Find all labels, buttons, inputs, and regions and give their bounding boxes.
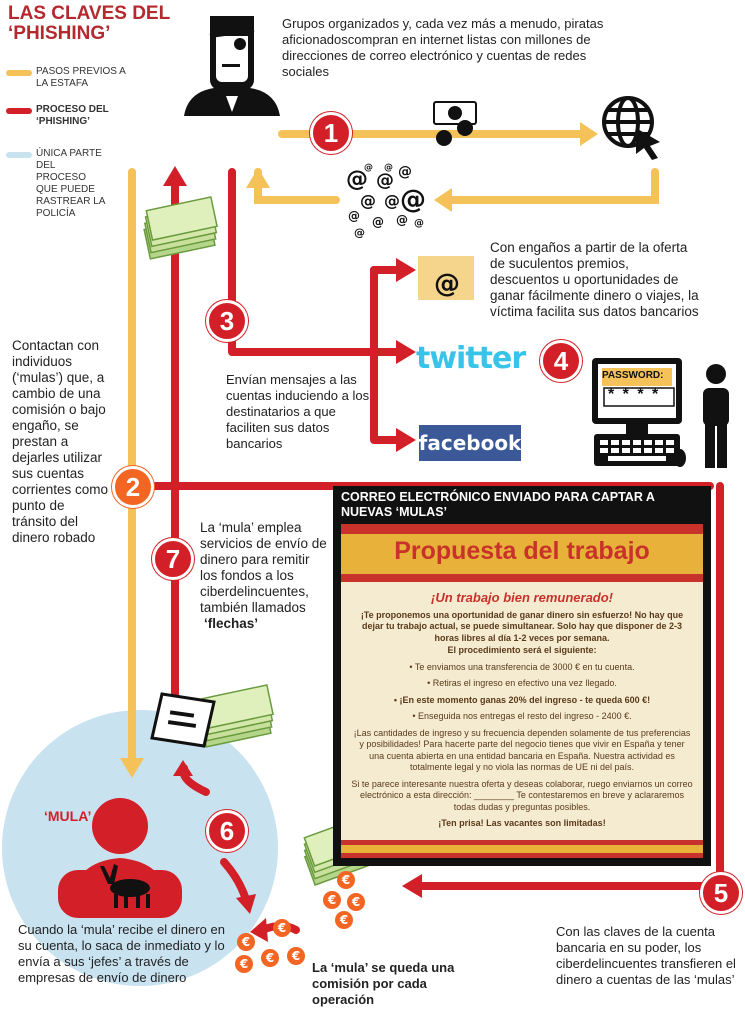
svg-text:@: @ — [376, 170, 394, 191]
legend-swatch-blue — [6, 152, 32, 158]
svg-text:@: @ — [346, 167, 368, 192]
mula-person-icon — [58, 798, 182, 918]
password-mask: * * * * — [608, 386, 661, 403]
letter-footer-stripe — [341, 845, 703, 853]
legend-label: PASOS PREVIOS A LA ESTAFA — [36, 66, 126, 89]
letter-header-stripe — [341, 534, 703, 574]
mula-label: ‘MULA’ — [44, 808, 92, 824]
email-addresses-icon: @ @ @ @ @ @ @ @ @ @ @ @ @ — [346, 163, 426, 239]
email-letter: Propuesta del trabajo ¡Un trabajo bien r… — [341, 524, 703, 858]
victim-icon — [703, 364, 729, 468]
svg-text:@: @ — [398, 164, 412, 180]
letter-heading: Propuesta del trabajo — [394, 537, 650, 565]
svg-text:@: @ — [384, 163, 393, 173]
legend-item-previous-steps: PASOS PREVIOS A LA ESTAFA — [6, 66, 136, 92]
money-icon — [433, 101, 477, 146]
password-label: PASSWORD: — [602, 370, 664, 381]
letter-paragraph: ¡Te proponemos una oportunidad de ganar … — [360, 609, 684, 643]
transfer-form-icon — [150, 692, 216, 748]
globe-icon — [602, 96, 654, 148]
svg-text:€: € — [339, 913, 348, 927]
svg-text:€: € — [291, 949, 300, 963]
svg-text:€: € — [351, 895, 360, 909]
letter-bullet: • Retiras el ingreso en efectivo una vez… — [427, 678, 617, 688]
svg-text:€: € — [265, 951, 274, 965]
text-flechas: ‘flechas’ — [204, 616, 259, 631]
svg-text:@: @ — [396, 213, 408, 227]
facebook-logo: facebook — [419, 425, 521, 461]
svg-text:@: @ — [360, 191, 376, 210]
svg-text:@: @ — [400, 185, 426, 215]
legend-swatch-yellow — [6, 70, 32, 76]
svg-text:@: @ — [414, 218, 424, 229]
text-mula-emplea-body: La ‘mula’ emplea servicios de envío de d… — [200, 520, 327, 615]
text-envian: Envían mensajes a las cuentas induciendo… — [226, 372, 370, 451]
svg-text:€: € — [327, 893, 336, 907]
letter-bullet: • ¡En este momento ganas 20% del ingreso… — [393, 694, 651, 705]
step-1-badge: 1 — [310, 112, 352, 154]
svg-text:@: @ — [372, 215, 384, 229]
step-3-badge: 3 — [206, 300, 248, 342]
svg-text:€: € — [241, 935, 250, 949]
cursor-icon — [636, 128, 660, 160]
text-mula-emplea: La ‘mula’ emplea servicios de envío de d… — [200, 520, 328, 632]
letter-closing: ¡Ten prisa! Las vacantes son limitadas! — [438, 818, 606, 828]
legend-label: ÚNICA PARTE DEL PROCESO QUE PUEDE RASTRE… — [36, 148, 105, 219]
text-cuando: Cuando la ‘mula’ recibe el dinero en su … — [18, 922, 225, 985]
step-5-badge: 5 — [700, 872, 742, 914]
computer-icon — [592, 358, 686, 467]
letter-bullet: • Enseguida nos entregas el resto del in… — [412, 711, 632, 721]
text-contactan: Contactan con individuos (‘mulas’) que, … — [12, 338, 109, 545]
text-comision: La ‘mula’ se queda una comisión por cada… — [312, 960, 455, 1007]
letter-bullet: • Te enviamos una transferencia de 3000 … — [409, 661, 635, 672]
email-panel-title: CORREO ELECTRÓNICO ENVIADO PARA CAPTAR A… — [341, 490, 655, 519]
svg-text:@: @ — [434, 269, 460, 299]
legend-label: PROCESO DEL ‘PHISHING’ — [36, 104, 109, 127]
text-claves: Con las claves de la cuenta bancaria en … — [556, 924, 736, 987]
text-engano: Con engaños a partir de la oferta de suc… — [490, 240, 699, 319]
police-trace-circle — [2, 710, 278, 986]
letter-subtitle: ¡Un trabajo bien remunerado! — [430, 590, 614, 605]
euro-coins-icon: € € € € € € € € € — [235, 871, 365, 973]
svg-text:@: @ — [354, 226, 365, 239]
step-7-badge: 7 — [152, 538, 194, 580]
svg-text:€: € — [277, 921, 286, 935]
svg-text:€: € — [341, 873, 350, 887]
svg-text:@: @ — [348, 209, 360, 223]
svg-text:@: @ — [364, 163, 373, 173]
twitter-logo: twitter — [416, 341, 526, 376]
red-arrowheads — [163, 166, 422, 942]
page-title: LAS CLAVES DEL ‘PHISHING’ — [8, 3, 170, 44]
phishing-email-panel: CORREO ELECTRÓNICO ENVIADO PARA CAPTAR A… — [333, 486, 711, 866]
svg-text:€: € — [239, 957, 248, 971]
pirate-icon — [184, 16, 280, 116]
step-6-badge: 6 — [206, 810, 248, 852]
letter-paragraph: Si te parece interesante nuestra oferta … — [351, 778, 693, 812]
letter-procedure-heading: El procedimiento será el siguiente: — [447, 645, 597, 655]
legend-item-police-trace: ÚNICA PARTE DEL PROCESO QUE PUEDE RASTRE… — [6, 148, 136, 228]
legend-item-phishing-process: PROCESO DEL ‘PHISHING’ — [6, 104, 136, 130]
step-2-badge: 2 — [112, 466, 154, 508]
step-4-badge: 4 — [540, 340, 582, 382]
text-pirates: Grupos organizados y, cada vez más a men… — [282, 16, 604, 79]
legend-swatch-red — [6, 108, 32, 114]
envelope-icon: @ — [418, 256, 474, 300]
letter-paragraph: ¡Las cantidades de ingreso y su frecuenc… — [353, 727, 691, 773]
yellow-arrowheads — [120, 122, 598, 778]
svg-text:@: @ — [384, 191, 400, 210]
letter-body: ¡Un trabajo bien remunerado! ¡Te propone… — [351, 588, 693, 835]
